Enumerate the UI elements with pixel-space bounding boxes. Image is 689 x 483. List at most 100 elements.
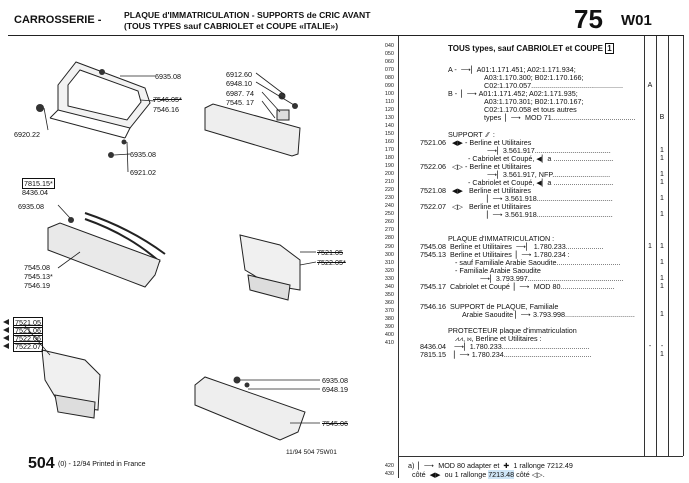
qty-340: 1 (660, 283, 664, 290)
header-category: CARROSSERIE - (14, 14, 102, 26)
part-label-7522-07: 7522.07 (13, 341, 43, 352)
part-label-7815-15: 7815.15* (22, 178, 55, 189)
page-title: PLAQUE d'IMMATRICULATION - SUPPORTS de C… (124, 10, 370, 32)
protecteur-heading: PROTECTEUR plaque d'immatriculation (448, 326, 577, 335)
row-number: 310 (384, 259, 394, 266)
part-label-7545-17: 7545. 17 (226, 98, 254, 107)
row-number: 230 (384, 195, 394, 202)
row-number: 170 (384, 147, 394, 154)
row-number: 160 (384, 139, 394, 146)
part-label-7546-16: 7546.16 (153, 105, 179, 114)
part-label-6948-10: 6948.10 (226, 79, 252, 88)
part-label-7545-08: 7545.08 (24, 263, 50, 272)
list-line-b2: A03:1.170.301; B02:1.170.167; (484, 97, 584, 106)
row-number: 350 (384, 291, 394, 298)
group-number: 75 (574, 4, 603, 34)
row-number: 120 (384, 107, 394, 114)
footnote-line1: a) ▏⟶ MOD 80 adapter et ✚ 1 rallonge 721… (408, 461, 573, 470)
nut-icon (233, 376, 241, 384)
column-divider-b (656, 36, 657, 456)
highlighted-part-number: 7213.48 (488, 470, 515, 479)
column-divider-right (683, 36, 684, 456)
support-heading: SUPPORT ⁄⁄ : (448, 130, 495, 139)
part-label-6935-08-bottom: 6935.08 (322, 376, 348, 385)
list-line-290: 7545.08 Berline et Utilitaires ⟶▏ 1.780.… (420, 242, 604, 251)
part-label-7546-19: 7546.19 (24, 281, 50, 290)
qty-400-a: - (648, 343, 652, 350)
column-divider-a (644, 36, 645, 456)
row-number: 420 (384, 463, 394, 469)
list-line-250: 7522.07 ◁▷ Berline et Utilitaires (420, 202, 531, 211)
leader-lines (24, 72, 320, 424)
part-label-6935-08-left: 6935.08 (18, 202, 44, 211)
row-number: 330 (384, 275, 394, 282)
screw-icon (108, 152, 114, 158)
row-number: 130 (384, 115, 394, 122)
screw-icon (121, 139, 127, 145)
qty-190: 1 (660, 155, 664, 162)
front-plate-drawing (47, 222, 161, 288)
protector-bar-drawing (84, 212, 166, 263)
plaque-heading: PLAQUE d'IMMATRICULATION : (448, 234, 555, 243)
part-label-7545-06: 7545.06 (322, 419, 348, 428)
list-line-400: 8436.04 ⟶▏1.780.233.....................… (420, 342, 590, 351)
list-line-b4: types ▏⟶ MOD 71.........................… (484, 113, 636, 122)
part-label-7522-06: 7522.06 (13, 333, 43, 344)
list-line-180: ⟶▏3.561.917.............................… (487, 146, 611, 155)
row-number: 200 (384, 171, 394, 178)
row-number: 340 (384, 283, 394, 290)
qty-260: 1 (660, 211, 664, 218)
qty-370: 1 (660, 311, 664, 318)
list-line-230: 7521.08 ◀▶ Berline et Utilitaires (420, 186, 531, 195)
part-label-6921-02: 6921.02 (130, 168, 156, 177)
part-label-7545-13: 7545.13* (24, 272, 53, 281)
part-label-7521-05-right: 7521.05 (317, 248, 343, 257)
list-line-170: 7521.06 ◀▶ - Berline et Utilitaires (420, 138, 532, 147)
row-number: 290 (384, 243, 394, 250)
row-number: 210 (384, 179, 394, 186)
qty-180: 1 (660, 147, 664, 154)
part-label-6912-60: 6912.60 (226, 70, 252, 79)
row-number: 410 (384, 339, 394, 346)
part-label-7521-05-left: 7521.05 (13, 317, 43, 328)
footer-code: 11/94 504 75W01 (286, 449, 337, 456)
list-line-a2: A03:1.170.300; B02:1.170.166; (484, 73, 584, 82)
list-line-220: - Cabriolet et Coupé, ◀▏a ..............… (468, 178, 614, 187)
qty-400-b: - (660, 343, 664, 350)
row-number: 320 (384, 267, 394, 274)
row-number: 060 (384, 59, 394, 66)
row-number: 360 (384, 299, 394, 306)
column-divider-c (668, 36, 669, 456)
row-number: 300 (384, 251, 394, 258)
screw-icon (68, 217, 74, 223)
list-line-190: - Cabriolet et Coupé, ◀▏a ..............… (468, 154, 614, 163)
part-label-6948-19: 6948.19 (322, 385, 348, 394)
washer-icon (244, 382, 250, 388)
qty-240: 1 (660, 195, 664, 202)
page-title-line2: (TOUS TYPES sauf CABRIOLET et COUPE «ITA… (124, 21, 339, 31)
page-title-line1: PLAQUE d'IMMATRICULATION - SUPPORTS de C… (124, 10, 371, 20)
qty-330: 1 (660, 275, 664, 282)
part-label-7546-05: 7546.05* (153, 95, 182, 104)
footnote-line2: côté ◀▶ ou 1 rallonge 7213.48 côté ◁▷. (412, 470, 545, 479)
qty-410: 1 (660, 351, 664, 358)
row-number: 430 (384, 471, 394, 477)
row-number: 070 (384, 67, 394, 74)
list-line-370: Arabie Saoudite ▏⟶ 3.793.998............… (462, 310, 635, 319)
part-label-6987-74: 6987. 74 (226, 89, 254, 98)
list-line-320: - Familiale Arabie Saoudite (455, 266, 541, 275)
list-line-b1: B - ▏⟶ A01:1.171.452; A02:1.171.935; (448, 89, 578, 98)
row-number: 100 (384, 91, 394, 98)
row-number: 390 (384, 323, 394, 330)
list-line-a1: A - ⟶▏A01:1.171.451; A02:1.171.934; (448, 65, 576, 74)
row-number: 050 (384, 51, 394, 58)
footer-model: 504 (28, 455, 55, 472)
part-label-6920-22: 6920.22 (14, 130, 40, 139)
bottom-plate-drawing (194, 376, 306, 441)
row-number: 370 (384, 307, 394, 314)
column-divider-rownums (398, 36, 399, 478)
arrow-markers (3, 319, 9, 349)
qty-290-a: 1 (648, 243, 652, 250)
plate-frame-top-drawing (49, 61, 151, 139)
